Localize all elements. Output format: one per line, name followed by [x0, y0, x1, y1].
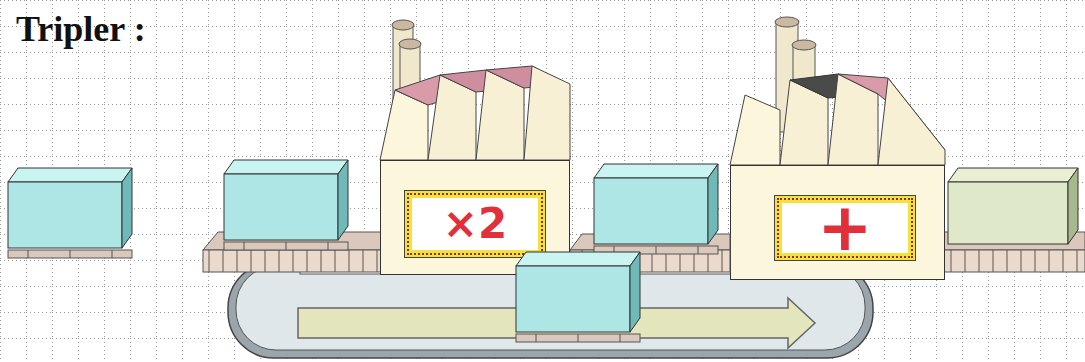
conveyor-belt: [570, 234, 730, 272]
factory-roof: [380, 20, 570, 160]
operation-label: ×2: [443, 203, 507, 245]
crate: [594, 164, 718, 254]
diagram-title: Tripler :: [16, 8, 146, 50]
output-crate: [948, 168, 1078, 244]
factory-sign: ×2: [405, 191, 545, 257]
factory-sign: +: [775, 196, 915, 260]
crate: [224, 160, 348, 250]
operation-label: +: [817, 195, 872, 261]
input-crate: [8, 168, 132, 258]
factory-building: +: [730, 165, 945, 280]
bypass-crate: [516, 252, 640, 342]
